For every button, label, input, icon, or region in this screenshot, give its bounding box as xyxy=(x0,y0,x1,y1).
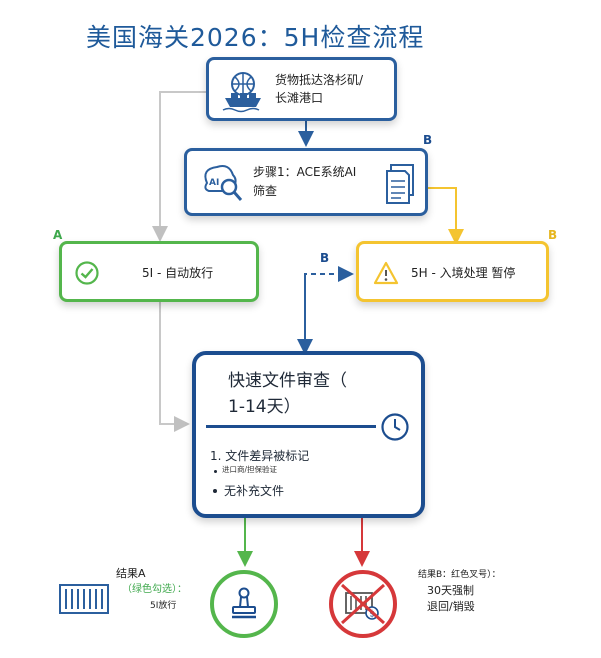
outcome-a-desc: 5I放行 xyxy=(150,601,177,611)
outcome-b-title: 结果B：红色叉号）： xyxy=(418,570,501,580)
ace-label-line1: 步骤1：ACE系统AI xyxy=(253,165,357,179)
auto-release-label: 5I - 自动放行 xyxy=(142,266,214,280)
crossed-container-icon: $ xyxy=(340,583,386,625)
container-icon xyxy=(59,584,109,614)
ace-screening-box: AI 步骤1：ACE系统AI 筛查 xyxy=(184,148,428,216)
arrow-hold-review-dashed xyxy=(304,266,354,349)
port-arrival-box: 货物抵达洛杉矶/ 长滩港口 xyxy=(206,57,397,121)
branch-label-b-top: B xyxy=(423,133,433,147)
arrow-ace-to-hold xyxy=(428,187,464,245)
review-item-1-sub: 进口商/担保验证 xyxy=(222,465,278,474)
outcome-b-desc2: 退回/销毁 xyxy=(427,600,475,613)
branch-label-b-right: B xyxy=(548,228,558,242)
clock-icon xyxy=(381,413,409,441)
branch-label-a: A xyxy=(53,228,63,242)
port-label-line2: 长滩港口 xyxy=(275,91,324,105)
stamp-icon xyxy=(232,587,256,619)
review-item-2: 无补充文件 xyxy=(224,484,285,498)
svg-text:$: $ xyxy=(369,610,375,620)
port-label-line1: 货物抵达洛杉矶/ xyxy=(275,73,364,87)
arrow-port-to-release xyxy=(152,91,206,242)
review-item-1: 1. 文件差异被标记 xyxy=(210,449,310,463)
outcome-a-title: 结果A xyxy=(116,567,146,580)
branch-label-b-mid: B xyxy=(320,251,330,265)
cargo-ship-icon xyxy=(222,72,261,113)
ace-label-line2: 筛查 xyxy=(253,184,278,198)
check-circle-icon xyxy=(75,261,99,285)
outcome-a-subtitle: （绿色勾选）： xyxy=(122,584,187,595)
ai-scan-icon: AI xyxy=(204,165,243,201)
review-item-1-bullet xyxy=(214,470,217,473)
auto-release-box: 5I - 自动放行 xyxy=(59,241,259,302)
svg-text:AI: AI xyxy=(209,178,219,188)
outcome-b-desc1: 30天强制 xyxy=(427,584,474,597)
documents-icon xyxy=(386,164,414,204)
page-title: 美国海关2026：5H检查流程 xyxy=(86,23,425,52)
review-divider xyxy=(206,425,376,428)
review-item-2-bullet xyxy=(213,489,217,493)
outcome-a-circle xyxy=(210,570,278,638)
arrow-release-to-review xyxy=(159,302,190,432)
review-title-line2: 1-14天） xyxy=(228,397,301,417)
document-review-box: 快速文件审查（ 1-14天） 1. 文件差异被标记 进口商/担保验证 无补充文件 xyxy=(192,351,425,518)
review-title-line1: 快速文件审查（ xyxy=(228,371,347,391)
outcome-b-circle: $ xyxy=(329,570,397,638)
entry-hold-label: 5H - 入境处理 暂停 xyxy=(411,266,516,280)
entry-hold-box: 5H - 入境处理 暂停 xyxy=(356,241,549,302)
warning-icon xyxy=(373,261,399,285)
